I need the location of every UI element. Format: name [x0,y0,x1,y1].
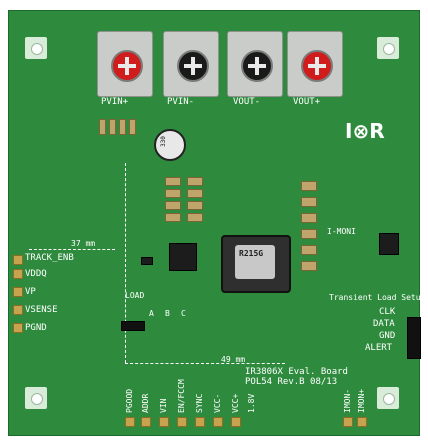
terminal-vout-plus[interactable] [287,31,343,97]
capacitor-marking: 330 [159,136,167,147]
ceramic-capacitor [165,201,181,210]
mounting-hole-bottom-right [377,387,399,409]
board-revision: POL54 Rev.B 08/13 [245,377,338,387]
dimension-label-37mm: 37 mm [71,239,96,248]
label-imon-minus: IMON- [343,388,352,413]
ir-logo: I⊗R [345,119,385,143]
screw-red-icon [301,50,333,82]
ceramic-capacitor [165,189,181,198]
testpoint-imon-plus[interactable] [357,417,367,427]
testpoint-vcc-plus[interactable] [231,417,241,427]
ceramic-capacitor [301,261,317,271]
label-vp: VP [25,287,36,297]
pmbus-connector[interactable] [407,317,421,359]
testpoint-sync[interactable] [195,417,205,427]
ceramic-capacitor [187,213,203,222]
label-vout-plus: VOUT+ [293,97,321,107]
label-pvin-minus: PVIN- [167,97,195,107]
mounting-hole-top-left [25,37,47,59]
load-label: LOAD [125,291,145,300]
testpoint-vsense[interactable] [13,305,23,315]
ceramic-capacitor [301,197,317,207]
testpoint-track-enb[interactable] [13,255,23,265]
label-clk: CLK [379,307,396,317]
label-vcc-plus: VCC+ [231,393,240,413]
electrolytic-capacitor: 330 [154,129,186,161]
label-vsense: VSENSE [25,305,58,315]
testpoint-vcc-minus[interactable] [213,417,223,427]
board-title: IR3806X Eval. Board [245,367,348,377]
testpoint-en-fccm[interactable] [177,417,187,427]
label-alert: ALERT [365,343,393,353]
label-gnd: GND [379,331,396,341]
label-pvin-plus: PVIN+ [101,97,129,107]
screw-black-icon [177,50,209,82]
power-inductor: R215G [221,235,291,293]
imon-label: I-MONI [327,227,356,236]
dimension-line-vertical [125,163,126,363]
dimension-line-horizontal [29,249,115,250]
label-track-enb: TRACK_ENB [25,253,74,263]
label-vddq: VDDQ [25,269,47,279]
ceramic-capacitor [165,213,181,222]
testpoint-vp[interactable] [13,287,23,297]
label-en-fccm: EN/FCCM [177,379,186,413]
control-ic [379,233,399,255]
inductor-top: R215G [235,245,275,279]
transistor [141,257,153,265]
smd-resistor [109,119,116,135]
pcb-board: PVIN+ PVIN- VOUT- VOUT+ I⊗R 330 R215G 37… [8,10,425,436]
pol-regulator-ic [169,243,197,271]
label-vout-minus: VOUT- [233,97,261,107]
terminal-pvin-plus[interactable] [97,31,153,97]
header-label-c: C [181,309,186,318]
ceramic-capacitor [301,181,317,191]
label-data: DATA [373,319,395,329]
smd-resistor [119,119,126,135]
label-pgnd: PGND [25,323,47,333]
dimension-label-49mm: 49 mm [221,355,246,364]
inductor-marking: R215G [239,249,264,258]
label-vcc-minus: VCC- [213,393,222,413]
ceramic-capacitor [165,177,181,186]
screw-black-icon [241,50,273,82]
ceramic-capacitor [301,229,317,239]
ceramic-capacitor [187,177,203,186]
label-sync: SYNC [195,393,204,413]
smd-resistor [99,119,106,135]
testpoint-pgnd[interactable] [13,323,23,333]
header-label-a: A [149,309,154,318]
terminal-pvin-minus[interactable] [163,31,219,97]
label-1-8v: 1.8V [247,393,256,413]
testpoint-vin[interactable] [159,417,169,427]
testpoint-vddq[interactable] [13,269,23,279]
ceramic-capacitor [301,213,317,223]
label-imon-plus: IMON+ [357,388,366,413]
transient-load-label: Transient Load Setup [329,293,426,302]
dimension-line-bottom [125,363,285,364]
smd-resistor [129,119,136,135]
screw-red-icon [111,50,143,82]
jumper-header[interactable] [121,321,145,331]
label-pgood: PGOOD [125,388,134,413]
header-label-b: B [165,309,170,318]
testpoint-addr[interactable] [141,417,151,427]
label-vin: VIN [159,398,168,413]
ceramic-capacitor [301,245,317,255]
ceramic-capacitor [187,189,203,198]
mounting-hole-top-right [377,37,399,59]
label-addr: ADDR [141,393,150,413]
ceramic-capacitor [187,201,203,210]
mounting-hole-bottom-left [25,387,47,409]
testpoint-imon-minus[interactable] [343,417,353,427]
testpoint-pgood[interactable] [125,417,135,427]
terminal-vout-minus[interactable] [227,31,283,97]
